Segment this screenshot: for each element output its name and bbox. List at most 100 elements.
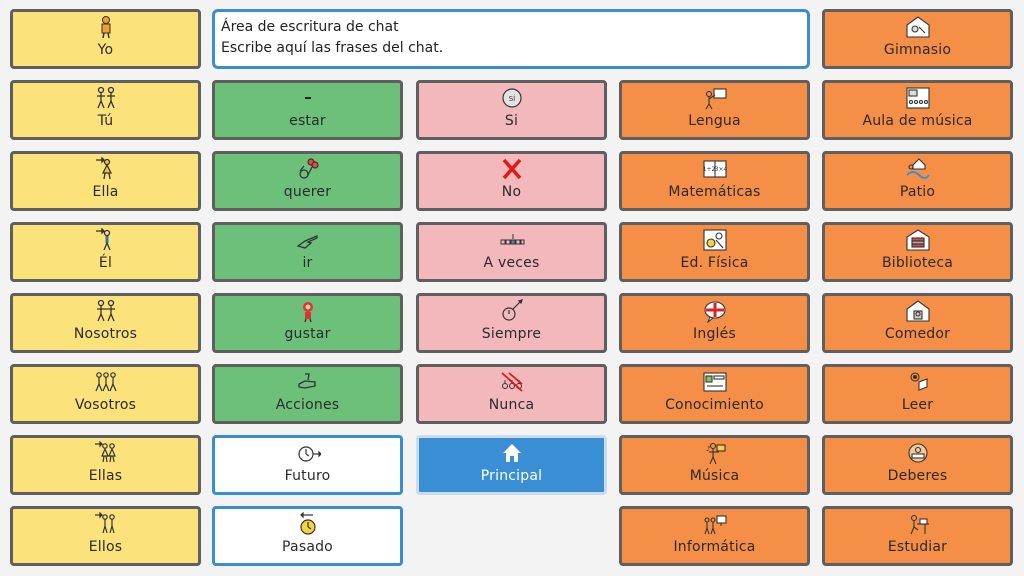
cell-acciones[interactable]: Acciones [212, 364, 403, 424]
cell-label: Matemáticas [668, 184, 761, 200]
home-icon [419, 438, 604, 468]
cell-label: gustar [284, 326, 331, 342]
cell-label: querer [283, 184, 332, 200]
svg-text:3×4: 3×4 [714, 166, 727, 173]
cell-patio[interactable]: Patio [822, 151, 1013, 211]
cell-label: Música [689, 468, 740, 484]
cell-label: Deberes [887, 468, 948, 484]
cell-aula-de-musica[interactable]: Aula de música [822, 80, 1013, 140]
cell-siempre[interactable]: Siempre [416, 293, 607, 353]
dining-icon [825, 296, 1010, 326]
cell-label: Lengua [688, 113, 741, 129]
cell-label: Leer [901, 397, 934, 413]
cross-icon [419, 154, 604, 184]
knowledge-icon [622, 367, 807, 397]
cell-label: No [501, 184, 522, 200]
homework-icon [825, 438, 1010, 468]
cell-label: Conocimiento [665, 397, 764, 413]
chat-title: Área de escritura de chat [221, 19, 399, 35]
cell-lengua[interactable]: Lengua [619, 80, 810, 140]
never-icon [419, 367, 604, 397]
cell-label: Comedor [884, 326, 951, 342]
girl-icon [13, 154, 198, 184]
sports-icon [622, 225, 807, 255]
cell-estudiar[interactable]: Estudiar [822, 506, 1013, 566]
want-icon [215, 154, 400, 184]
cell-label: estar [289, 113, 326, 129]
boys-icon [13, 509, 198, 539]
cell-pasado[interactable]: Pasado [212, 506, 403, 566]
playground-icon [825, 154, 1010, 184]
cell-tu[interactable]: Tú [10, 80, 201, 140]
group-icon [13, 367, 198, 397]
cell-ed-fisica[interactable]: Ed. Física [619, 222, 810, 282]
always-icon [419, 296, 604, 326]
cell-label: Biblioteca [881, 255, 954, 271]
cell-label: Ellas [88, 468, 123, 484]
cell-biblioteca[interactable]: Biblioteca [822, 222, 1013, 282]
cell-el[interactable]: Él [10, 222, 201, 282]
group-icon [13, 296, 198, 326]
cell-querer[interactable]: querer [212, 151, 403, 211]
cell-label: Nunca [488, 397, 535, 413]
cell-label: ir [302, 255, 313, 271]
cell-label: Aula de música [862, 113, 973, 129]
cell-a-veces[interactable]: A veces [416, 222, 607, 282]
cell-label: Si [504, 113, 519, 129]
cell-label: Siempre [481, 326, 542, 342]
cell-label: Yo [97, 42, 114, 58]
cell-ir[interactable]: ir [212, 222, 403, 282]
boy-icon [13, 225, 198, 255]
cell-yo[interactable]: Yo [10, 9, 201, 69]
library-icon [825, 225, 1010, 255]
cell-ellos[interactable]: Ellos [10, 506, 201, 566]
cell-futuro[interactable]: Futuro [212, 435, 403, 495]
dash-icon [215, 83, 400, 113]
cell-ella[interactable]: Ella [10, 151, 201, 211]
hand-icon [215, 367, 400, 397]
cell-label: Inglés [693, 326, 736, 342]
cell-musica[interactable]: ♪ Música [619, 435, 810, 495]
cell-leer[interactable]: Leer [822, 364, 1013, 424]
like-icon [215, 296, 400, 326]
clock-forward-icon [215, 438, 400, 468]
cell-label: Futuro [284, 468, 331, 484]
cell-conocimiento[interactable]: Conocimiento [619, 364, 810, 424]
music-room-icon [825, 83, 1010, 113]
person-icon [13, 12, 198, 42]
cell-estar[interactable]: estar [212, 80, 403, 140]
chat-input-area[interactable]: Área de escritura de chat Escribe aquí l… [212, 9, 810, 69]
english-flag-icon [622, 296, 807, 326]
svg-text:♪: ♪ [706, 445, 710, 453]
svg-text:SÍ: SÍ [508, 94, 515, 103]
cell-ingles[interactable]: Inglés [619, 293, 810, 353]
yes-icon: SÍ [419, 83, 604, 113]
two-people-icon [13, 83, 198, 113]
cell-gustar[interactable]: gustar [212, 293, 403, 353]
cell-nosotros[interactable]: Nosotros [10, 293, 201, 353]
cell-si[interactable]: SÍ Si [416, 80, 607, 140]
cell-vosotros[interactable]: Vosotros [10, 364, 201, 424]
lesson-icon [622, 83, 807, 113]
pointing-hand-icon [215, 225, 400, 255]
cell-gimnasio[interactable]: Gimnasio [822, 9, 1013, 69]
cell-deberes[interactable]: Deberes [822, 435, 1013, 495]
cell-label: Principal [480, 468, 543, 484]
cell-nunca[interactable]: Nunca [416, 364, 607, 424]
cell-principal[interactable]: Principal [416, 435, 607, 495]
read-icon [825, 367, 1010, 397]
cell-informatica[interactable]: Informática [619, 506, 810, 566]
cell-label: Ellos [88, 539, 123, 555]
cell-label: Pasado [282, 539, 333, 555]
cell-ellas[interactable]: Ellas [10, 435, 201, 495]
cell-label: Tú [97, 113, 114, 129]
computer-icon [622, 509, 807, 539]
cell-label: Acciones [275, 397, 340, 413]
cell-no[interactable]: No [416, 151, 607, 211]
cell-label: Informática [673, 539, 756, 555]
cell-label: Patio [899, 184, 936, 200]
cell-comedor[interactable]: Comedor [822, 293, 1013, 353]
music-icon: ♪ [622, 438, 807, 468]
